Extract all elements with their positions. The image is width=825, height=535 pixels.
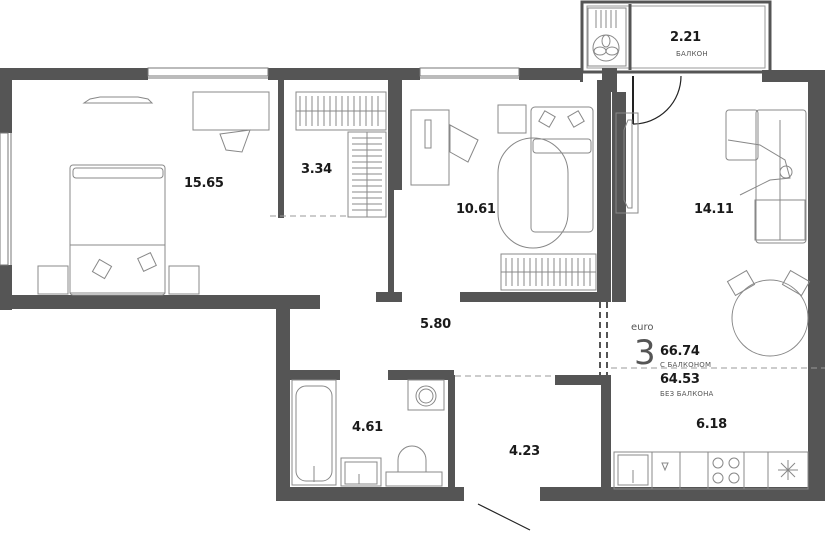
bed	[530, 106, 594, 233]
living-room-area: 14.11	[694, 202, 734, 217]
walls	[0, 68, 825, 501]
desk	[192, 91, 270, 131]
tv	[623, 119, 633, 209]
living-room-furniture	[615, 109, 811, 357]
total-with-balcony-label: С БАЛКОНОМ	[660, 361, 712, 369]
kids-room-furniture	[410, 104, 597, 291]
air-conditioner-icon	[587, 7, 627, 67]
refrigerator-snowflake-icon	[778, 460, 798, 480]
zone-dividers	[270, 215, 825, 377]
chair	[219, 129, 251, 153]
nightstand	[168, 265, 200, 295]
bathroom-area: 4.61	[352, 420, 383, 435]
bathtub	[291, 379, 337, 486]
wardrobe-area: 3.34	[301, 162, 332, 177]
balcony-door	[632, 75, 682, 125]
desk	[410, 109, 450, 186]
kids-room-area: 10.61	[456, 202, 496, 217]
sink	[340, 457, 382, 487]
total-with-balcony: 66.74	[660, 344, 700, 359]
entrance-area: 4.23	[509, 444, 540, 459]
people-icon	[727, 139, 791, 196]
plan-type: euro	[631, 322, 654, 333]
entrance-door	[477, 503, 531, 531]
bedroom-area: 15.65	[184, 176, 224, 191]
total-without-balcony: 64.53	[660, 372, 700, 387]
kitchen-sink	[617, 454, 649, 486]
chair	[726, 269, 756, 297]
dining-table	[731, 279, 809, 357]
hallway-area: 5.80	[420, 317, 451, 332]
bedroom-furniture	[37, 91, 270, 296]
nightstand	[37, 265, 69, 295]
nightstand	[497, 104, 527, 134]
stove	[707, 451, 745, 490]
washing-machine	[407, 379, 445, 411]
balcony-label: БАЛКОН	[676, 50, 708, 58]
kitchen-fixtures	[613, 451, 809, 490]
toilet	[397, 445, 427, 472]
bathroom-fixtures	[291, 379, 445, 487]
wardrobe-racks	[295, 91, 387, 218]
tv-stand	[615, 112, 639, 214]
rooms-count: 3	[634, 333, 656, 373]
balcony-area: 2.21	[670, 30, 701, 45]
windows	[0, 67, 520, 266]
chair	[449, 124, 479, 163]
sofa	[755, 109, 807, 244]
total-without-balcony-label: БЕЗ БАЛКОНА	[660, 390, 714, 398]
bed	[69, 164, 166, 296]
wall-lamp-icon	[82, 96, 154, 104]
balcony	[580, 0, 772, 74]
kitchen-area: 6.18	[696, 417, 727, 432]
rug	[497, 137, 569, 249]
chair	[781, 269, 811, 297]
